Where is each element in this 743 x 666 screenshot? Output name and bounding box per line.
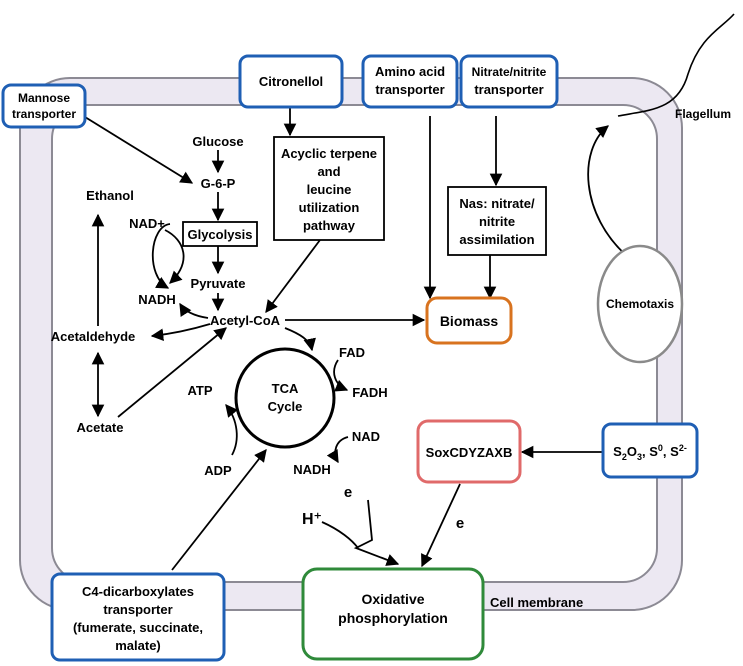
nadh-label: NADH — [293, 462, 331, 477]
nad-label: NAD — [352, 429, 380, 444]
mannose-transporter-line2: transporter — [12, 107, 76, 121]
citronellol-transporter: Citronellol — [238, 54, 344, 109]
adp-label: ADP — [204, 463, 232, 478]
arrow-nad-nadh — [326, 436, 349, 464]
acyclic-line1: Acyclic terpene — [281, 146, 377, 161]
acyclic-line3: leucine — [307, 182, 352, 197]
sulfur-label: S2O3, S0, S2- — [613, 443, 687, 462]
glycolysis-box: Glycolysis — [182, 221, 258, 247]
c4-line4: malate) — [115, 638, 161, 653]
arrow-acetylcoa-acetaldehyde — [150, 323, 211, 342]
c4-line1: C4-dicarboxylates — [82, 584, 194, 599]
mannose-transporter-line1: Mannose — [18, 91, 70, 105]
flagellum-label: Flagellum — [675, 107, 731, 121]
nas-line2: nitrite — [479, 214, 515, 229]
nas-assimilation: Nas: nitrate/ nitrite assimilation — [447, 186, 547, 256]
arrow-c4-tca — [171, 449, 267, 571]
arrow-mannose-g6p — [84, 116, 194, 184]
arrow-sox-oxphos — [421, 483, 461, 568]
amino-acid-transporter: Amino acid transporter — [361, 54, 459, 109]
nas-line3: assimilation — [459, 232, 534, 247]
arrow-acetylcoa-tca — [284, 327, 316, 352]
acyclic-line2: and — [317, 164, 340, 179]
biomass-box: Biomass — [425, 296, 513, 345]
tca-label-line1: TCA — [272, 381, 299, 396]
nad-plus-label: NAD+ — [129, 216, 165, 231]
glycolysis-label: Glycolysis — [187, 227, 252, 242]
nitrate-line1: Nitrate/nitrite — [472, 65, 547, 79]
electron-right-label: e — [456, 515, 464, 532]
tca-cycle: TCA Cycle — [234, 347, 336, 449]
mannose-transporter: Mannose transporter — [1, 83, 87, 129]
arrow-acyclic-acetylcoa — [265, 239, 321, 314]
acyclic-line4: utilization — [299, 200, 360, 215]
sulfur-transporter: S2O3, S0, S2- — [601, 422, 699, 479]
acetate-label: Acetate — [77, 420, 124, 435]
c4-line3: (fumerate, succinate, — [73, 620, 203, 635]
acyclic-line5: pathway — [303, 218, 356, 233]
pathway-arrows — [84, 107, 629, 571]
arrow-chemotaxis-flagellum — [587, 125, 629, 258]
flagellum — [617, 13, 735, 117]
nas-line1: Nas: nitrate/ — [459, 196, 535, 211]
acetaldehyde-label: Acetaldehyde — [51, 329, 136, 344]
fad-label: FAD — [339, 345, 365, 360]
glucose-label: Glucose — [192, 134, 243, 149]
metabolite-labels: Glucose G-6-P Pyruvate Acetyl-CoA Ethano… — [51, 134, 464, 532]
amino-acid-line1: Amino acid — [375, 64, 445, 79]
arrow-electron-zigzag — [353, 499, 400, 566]
oxphos-line1: Oxidative — [361, 591, 424, 607]
atp-label: ATP — [187, 383, 212, 398]
arrow-acetylcoa-nadh — [179, 302, 209, 319]
chemotaxis-ellipse: Chemotaxis — [596, 244, 684, 364]
cell-membrane-label: Cell membrane — [490, 595, 583, 610]
arrow-hplus-oxphos — [321, 521, 359, 549]
arrow-nad-cycle-in — [151, 223, 171, 289]
biomass-label: Biomass — [440, 313, 499, 329]
ethanol-label: Ethanol — [86, 188, 134, 203]
oxidative-phosphorylation-box: Oxidative phosphorylation — [301, 567, 485, 661]
amino-acid-line2: transporter — [375, 82, 444, 97]
fadh-label: FADH — [352, 385, 387, 400]
sox-label: SoxCDYZAXB — [426, 445, 513, 460]
c4-transporter: C4-dicarboxylates transporter (fumerate,… — [50, 572, 226, 662]
arrow-nad-cycle-right — [164, 229, 185, 284]
g6p-label: G-6-P — [201, 176, 236, 191]
h-plus-label: H⁺ — [302, 511, 322, 528]
c4-line2: transporter — [103, 602, 172, 617]
acyclic-terpene-pathway: Acyclic terpene and leucine utilization … — [273, 136, 385, 241]
chemotaxis-label: Chemotaxis — [606, 297, 674, 311]
tca-label-line2: Cycle — [268, 399, 303, 414]
acetyl-coa-label: Acetyl-CoA — [210, 313, 281, 328]
nadh-left-label: NADH — [138, 292, 176, 307]
arrow-acetate-acetylcoa — [117, 327, 227, 418]
electron-left-label: e — [344, 484, 352, 501]
citronellol-label: Citronellol — [259, 74, 323, 89]
pyruvate-label: Pyruvate — [191, 276, 246, 291]
nitrate-line2: transporter — [474, 82, 543, 97]
arrow-adp-atp — [225, 404, 239, 456]
oxphos-line2: phosphorylation — [338, 610, 448, 626]
nitrate-transporter: Nitrate/nitrite transporter — [459, 54, 559, 109]
arrow-fad-fadh — [333, 359, 349, 392]
sox-box: SoxCDYZAXB — [416, 419, 522, 484]
